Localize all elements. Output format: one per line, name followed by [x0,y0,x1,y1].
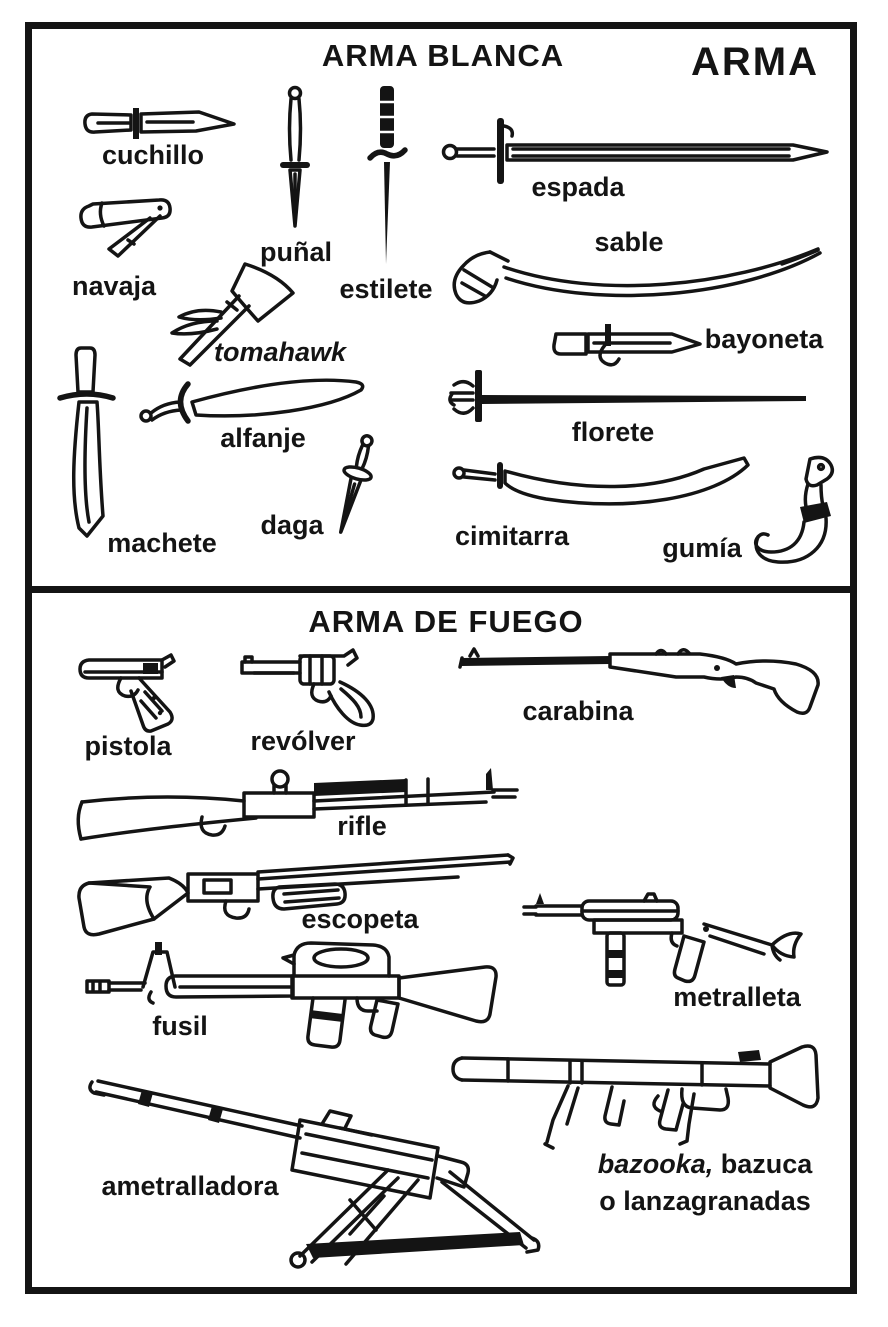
espada-illustration [441,114,833,190]
punal-illustration [277,85,313,230]
gumia-illustration [744,454,840,568]
bazooka-illustration [450,1034,840,1150]
label-florete: florete [571,417,655,447]
machete-illustration [52,344,120,544]
escopeta-illustration [74,844,524,940]
section-title-arma-de-fuego: ARMA DE FUEGO [308,604,584,639]
label-escopeta: escopeta [301,904,419,934]
label-bazooka-line1: bazooka, bazuca [597,1149,813,1179]
label-daga: daga [260,510,324,540]
tomahawk-illustration [157,260,301,368]
carabina-illustration [458,646,834,724]
label-sable: sable [594,227,664,257]
daga-illustration [326,432,382,542]
label-ametralladora: ametralladora [101,1171,279,1201]
section-divider [25,586,857,593]
label-navaja: navaja [71,271,157,301]
cimitarra-illustration [452,456,756,522]
label-cuchillo: cuchillo [101,140,205,170]
florete-illustration [448,364,812,430]
ametralladora-illustration [88,1068,548,1269]
label-machete: machete [107,528,217,558]
metralleta-illustration [522,892,822,1012]
label-espada: espada [531,172,625,202]
page-border-frame [25,22,857,1294]
label-estilete: estilete [339,274,433,304]
label-metralleta: metralleta [673,982,801,1012]
label-bazooka-line2: o lanzagranadas [599,1186,811,1216]
revolver-illustration [240,648,392,732]
label-rifle: rifle [337,811,387,841]
bayoneta-illustration [552,322,704,370]
label-pistola: pistola [84,731,172,761]
pistola-illustration [78,650,194,734]
label-punal: puñal [260,237,332,267]
cuchillo-illustration [83,103,238,143]
section-title-arma-blanca: ARMA BLANCA [321,38,565,73]
label-revolver: revólver [250,726,356,756]
label-cimitarra: cimitarra [454,521,570,551]
label-bayoneta: bayoneta [704,324,824,354]
label-fusil: fusil [152,1011,208,1041]
label-bazooka: bazooka, bazuca o lanzagranadas [598,1146,813,1220]
label-gumia: gumía [662,533,742,563]
label-tomahawk: tomahawk [213,337,347,367]
alfanje-illustration [138,374,372,428]
sable-illustration [450,240,830,314]
headword-arma: ARMA [691,40,819,84]
rifle-illustration [74,766,522,856]
navaja-illustration [78,192,180,266]
fusil-illustration [85,938,513,1052]
label-alfanje: alfanje [220,423,306,453]
estilete-illustration [366,84,408,268]
label-carabina: carabina [522,696,634,726]
